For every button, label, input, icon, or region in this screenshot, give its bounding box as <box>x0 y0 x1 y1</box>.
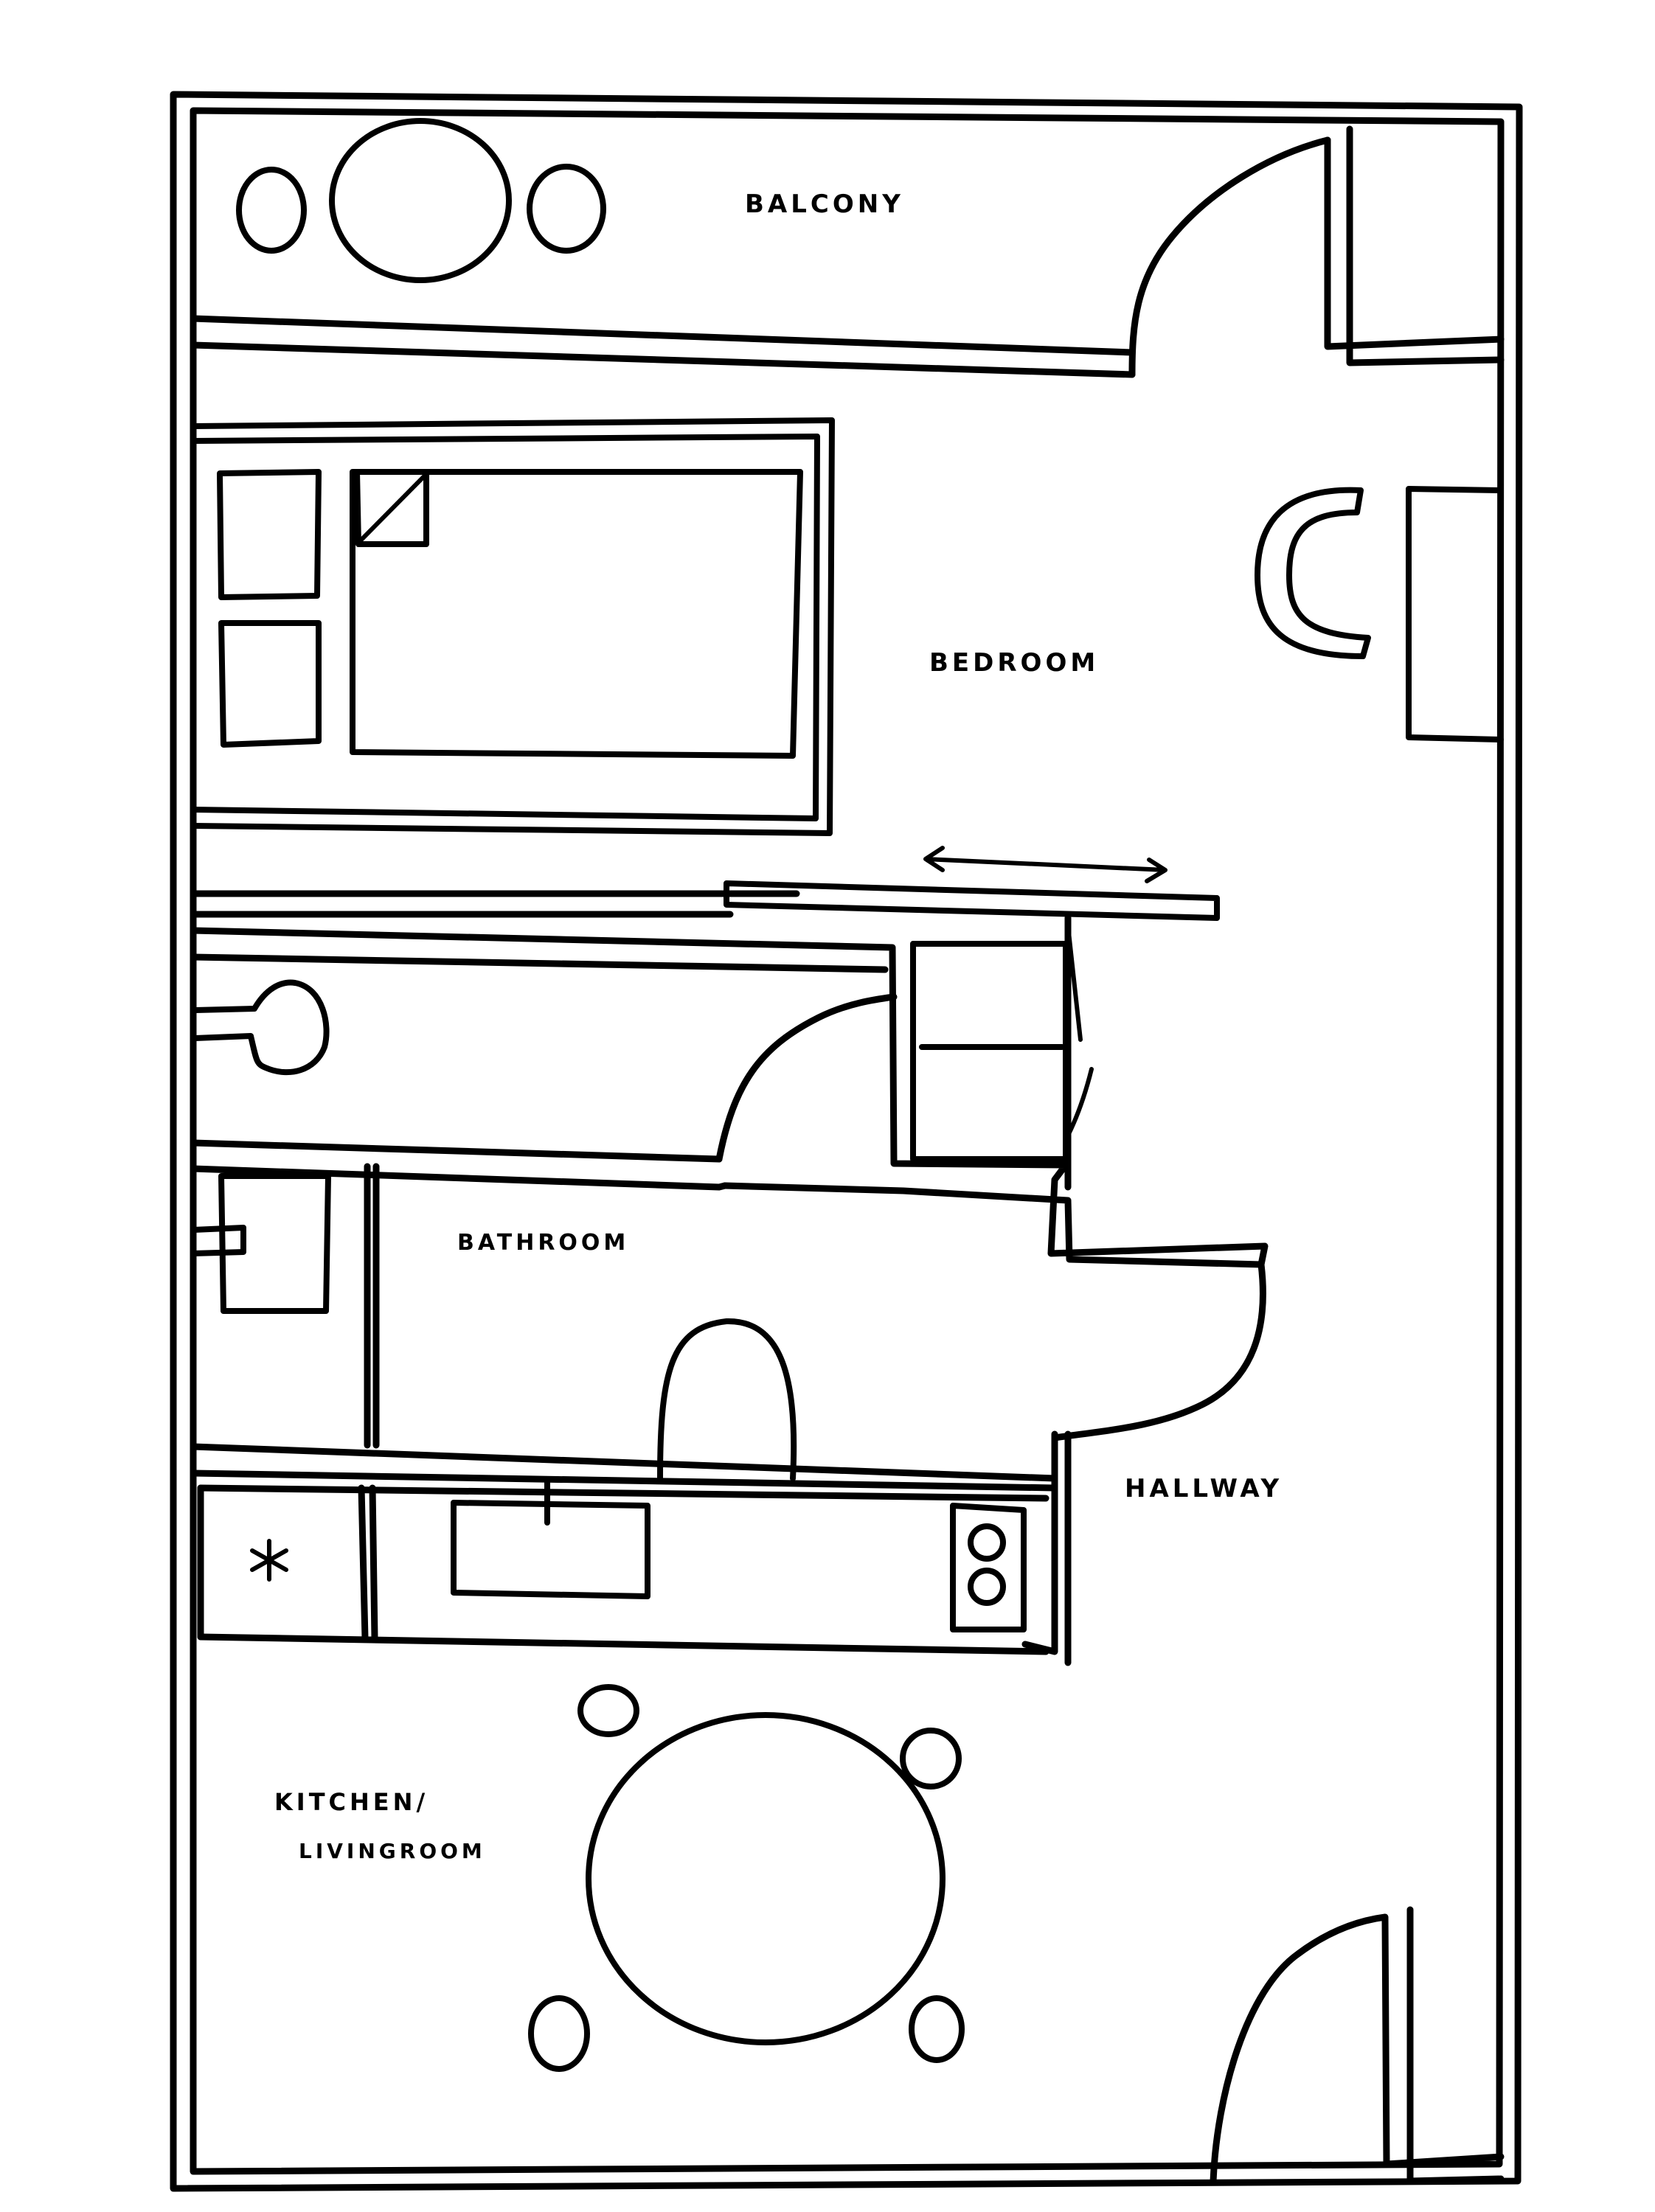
desk <box>1406 486 1504 742</box>
balcony-table <box>329 118 512 283</box>
burner-bottom <box>968 1568 1006 1606</box>
toilet <box>657 1318 797 1481</box>
stove <box>950 1503 1027 1632</box>
burner-top <box>968 1523 1006 1562</box>
nightstand-top <box>217 469 322 600</box>
chair-bottom-right <box>909 1995 965 2063</box>
chair-top-right <box>900 1728 962 1790</box>
nightstand-bottom <box>218 620 322 748</box>
kitchen-sink <box>451 1500 650 1599</box>
label-balcony: BALCONY <box>745 189 904 219</box>
pillow <box>354 469 429 547</box>
shower-drain <box>192 979 330 1076</box>
kitchen-counter <box>197 1430 1072 1666</box>
entry-door <box>1210 1913 1505 2185</box>
closet <box>910 941 1069 1162</box>
chair-bottom-left <box>528 1995 590 2072</box>
bedroom <box>190 417 1504 921</box>
bathroom-sink <box>218 1173 331 1314</box>
label-kitchen: KITCHEN/ <box>274 1788 429 1816</box>
label-livingroom: LIVINGROOM <box>299 1839 486 1863</box>
chair-top-left <box>577 1684 639 1737</box>
label-bedroom: BEDROOM <box>929 648 1099 678</box>
outer-walls <box>170 91 1523 2192</box>
mattress <box>350 469 803 759</box>
balcony <box>190 118 1505 378</box>
balcony-chair-left <box>236 167 307 254</box>
desk-chair <box>1255 487 1371 659</box>
sliding-door <box>724 880 1220 921</box>
sliding-arrow <box>923 846 1167 883</box>
dining-table <box>586 1712 946 2045</box>
label-bathroom: BATHROOM <box>457 1230 629 1256</box>
fridge-asterisk-icon <box>250 1539 288 1582</box>
bathroom <box>190 914 1269 1492</box>
bed <box>190 417 835 836</box>
balcony-chair-right <box>527 164 606 254</box>
livingroom <box>528 1684 1505 2185</box>
label-hallway: HALLWAY <box>1125 1474 1283 1503</box>
